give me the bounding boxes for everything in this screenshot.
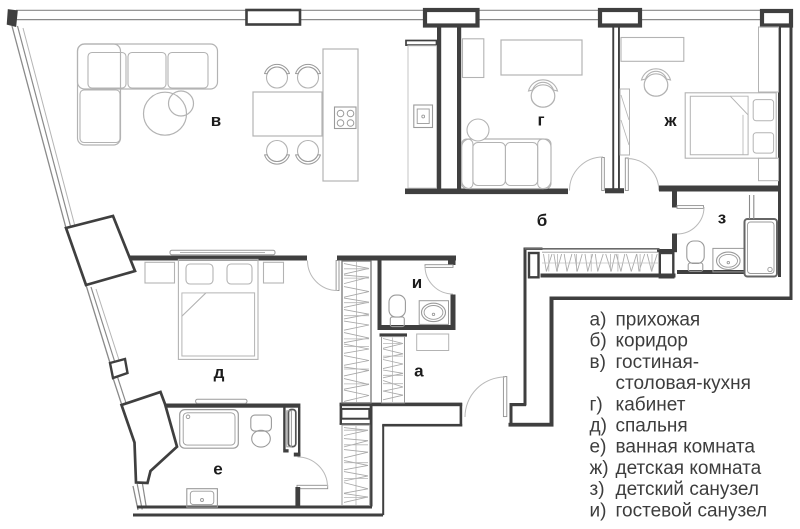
svg-text:гостевой санузел: гостевой санузел [616, 500, 768, 521]
svg-text:детская комната: детская комната [616, 458, 762, 479]
svg-text:г: г [537, 111, 544, 130]
svg-text:б): б) [590, 331, 607, 352]
svg-text:кабинет: кабинет [616, 394, 686, 415]
svg-text:ж: ж [663, 111, 677, 130]
svg-text:и: и [412, 273, 422, 292]
svg-text:в): в) [590, 352, 606, 373]
svg-text:г): г) [590, 394, 603, 415]
svg-text:е): е) [590, 437, 607, 458]
svg-text:столовая-кухня: столовая-кухня [616, 373, 751, 394]
svg-text:детский санузел: детский санузел [616, 479, 759, 500]
svg-text:з): з) [590, 479, 605, 500]
svg-text:коридор: коридор [616, 331, 689, 352]
svg-text:а): а) [590, 310, 607, 331]
svg-text:в: в [211, 111, 221, 130]
svg-text:д: д [214, 363, 225, 382]
svg-text:д): д) [590, 416, 607, 437]
svg-text:гостиная-: гостиная- [616, 352, 700, 373]
svg-text:е: е [213, 460, 222, 479]
svg-text:и): и) [590, 500, 607, 521]
svg-text:ванная комната: ванная комната [616, 437, 756, 458]
svg-text:прихожая: прихожая [616, 310, 701, 331]
svg-text:б: б [537, 211, 548, 230]
svg-text:ж): ж) [590, 458, 609, 479]
svg-text:з: з [718, 209, 726, 228]
svg-text:а: а [414, 361, 424, 380]
svg-text:спальня: спальня [616, 416, 688, 437]
